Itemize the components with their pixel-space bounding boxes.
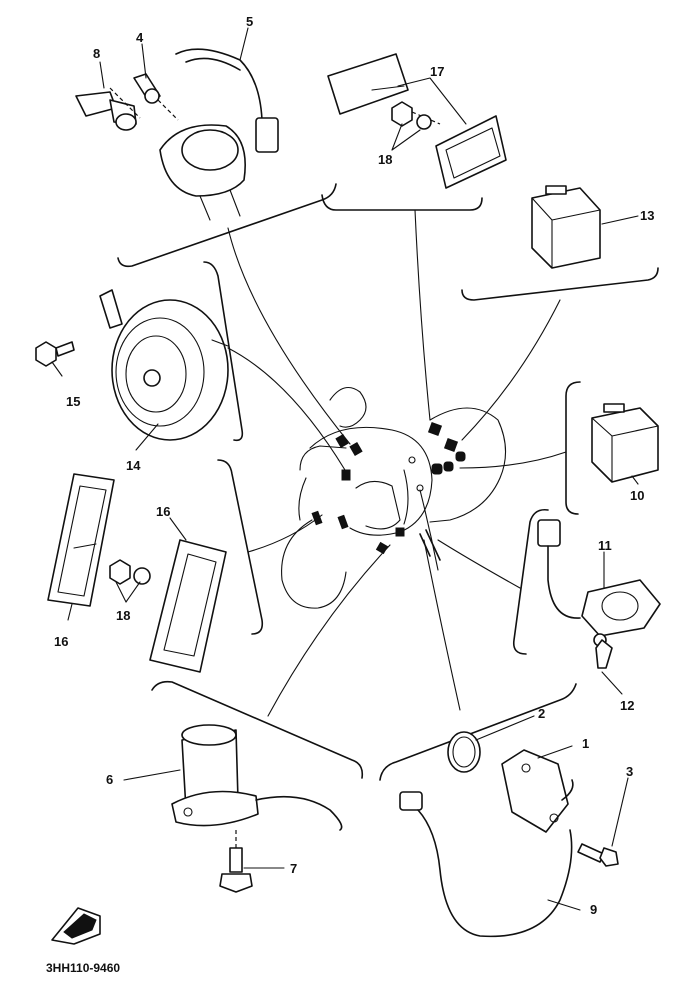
callout-8: 8 bbox=[93, 46, 100, 61]
callout-5: 5 bbox=[246, 14, 253, 29]
callout-13: 13 bbox=[640, 208, 654, 223]
callout-labels: 8 4 5 17 18 13 15 14 10 16 11 18 16 12 2… bbox=[54, 14, 654, 917]
part-16-reflector-center bbox=[149, 539, 227, 673]
part-8-switch bbox=[75, 87, 141, 131]
leader-lines bbox=[51, 27, 639, 911]
part-18-nut-top bbox=[391, 101, 432, 130]
drawing-code: 3HH110-9460 bbox=[46, 961, 120, 975]
callout-10: 10 bbox=[630, 488, 644, 503]
callout-18-top: 18 bbox=[378, 152, 392, 167]
part-2-oring bbox=[447, 731, 481, 773]
callout-14: 14 bbox=[126, 458, 141, 473]
callout-16-center: 16 bbox=[156, 504, 170, 519]
part-16-reflector-left bbox=[47, 473, 115, 607]
part-5-harness bbox=[159, 48, 279, 221]
callout-12: 12 bbox=[620, 698, 634, 713]
frame-connectors bbox=[311, 421, 466, 561]
part-11-switch bbox=[537, 519, 661, 647]
part-13-relay bbox=[531, 185, 601, 269]
callout-15: 15 bbox=[66, 394, 80, 409]
callout-9: 9 bbox=[590, 902, 597, 917]
part-4-sensor bbox=[133, 73, 179, 121]
part-15-bolt bbox=[35, 341, 75, 367]
callout-18-left: 18 bbox=[116, 608, 130, 623]
frame-outline bbox=[281, 386, 507, 609]
callout-1: 1 bbox=[582, 736, 589, 751]
part-3-screw bbox=[577, 843, 619, 867]
part-10-relay bbox=[591, 403, 659, 483]
callout-3: 3 bbox=[626, 764, 633, 779]
callout-4: 4 bbox=[136, 30, 144, 45]
callout-6: 6 bbox=[106, 772, 113, 787]
part-6-solenoid bbox=[171, 724, 343, 831]
group-brackets bbox=[117, 183, 659, 781]
part-9-lead-wire bbox=[399, 791, 573, 938]
part-12-bolt bbox=[595, 639, 613, 669]
front-arrow-icon bbox=[51, 907, 101, 945]
part-18-nut-left bbox=[109, 559, 151, 585]
part-17-reflector bbox=[327, 53, 507, 189]
callout-17: 17 bbox=[430, 64, 444, 79]
callout-2: 2 bbox=[538, 706, 545, 721]
part-14-horn bbox=[99, 289, 229, 441]
callout-16-left: 16 bbox=[54, 634, 68, 649]
connector-lines bbox=[227, 209, 567, 717]
part-7-bolt bbox=[219, 830, 253, 893]
callout-7: 7 bbox=[290, 861, 297, 876]
callout-11: 11 bbox=[598, 538, 612, 553]
part-1-sensor bbox=[501, 749, 574, 833]
